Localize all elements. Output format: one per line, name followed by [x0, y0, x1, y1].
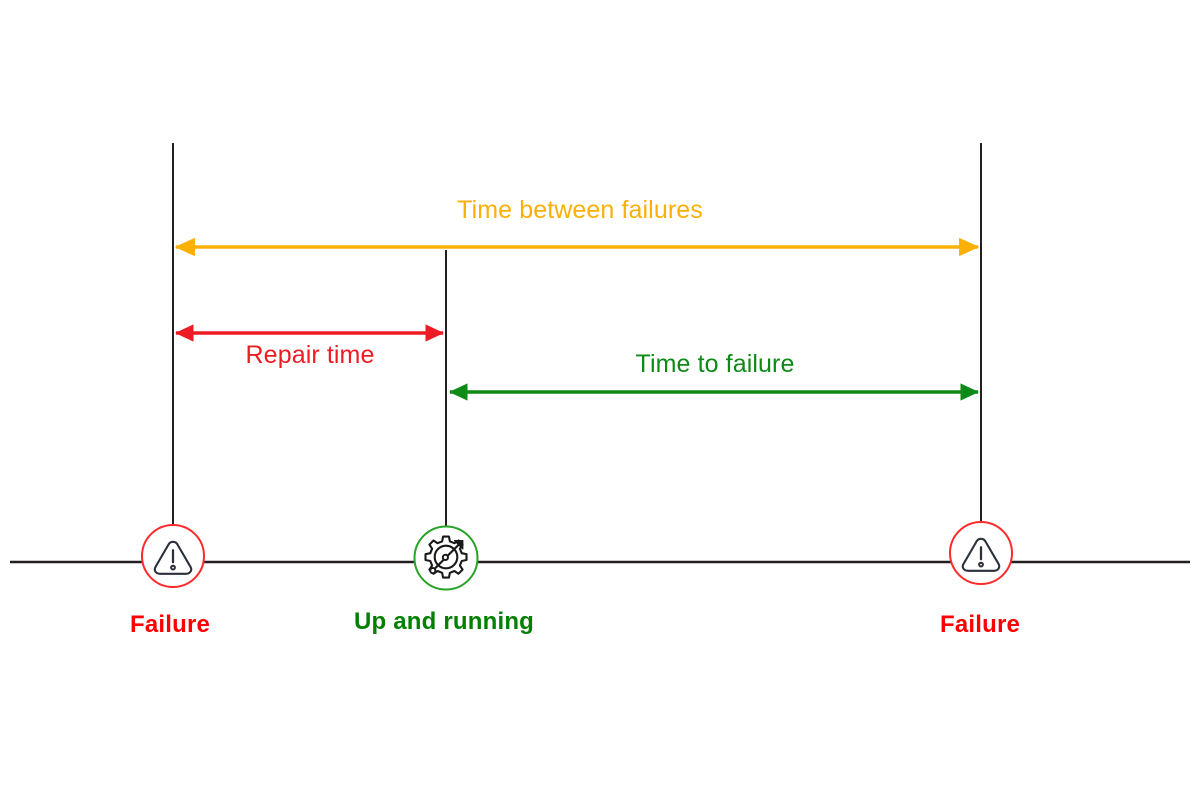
label-repair-time: Repair time: [245, 341, 375, 369]
label-up-and-running: Up and running: [353, 608, 535, 635]
gear-trend-icon: [424, 535, 468, 579]
label-time-to-failure: Time to failure: [635, 350, 795, 378]
event-marker-up-and-running[interactable]: [413, 525, 479, 591]
warning-triangle-icon: [961, 537, 1001, 572]
warning-triangle-icon: [153, 540, 193, 575]
event-marker-failure-left[interactable]: [141, 524, 205, 588]
event-marker-failure-right[interactable]: [949, 521, 1013, 585]
label-failure-right: Failure: [939, 611, 1021, 638]
label-failure-left: Failure: [129, 611, 211, 638]
label-time-between-failures: Time between failures: [457, 196, 703, 224]
